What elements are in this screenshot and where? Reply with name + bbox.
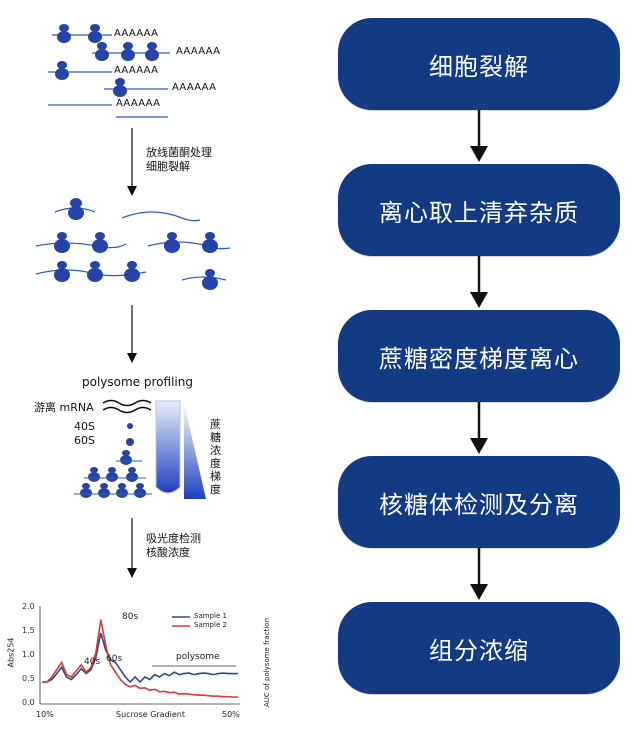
free-mrna-label: 游离 mRNA <box>34 401 94 414</box>
protocol-flowchart: 细胞裂解 离心取上清弃杂质 蔗糖密度梯度离心 核糖体检测及分离 组分浓缩 <box>318 0 640 738</box>
polysome-profiling-illustration: AAAAAA AAAAAA AAAAAA AAAAAA AAAAAA 放线菌酮处… <box>0 0 310 738</box>
legend-sample2: Sample 2 <box>194 621 227 629</box>
label-40s: 40S <box>74 420 95 433</box>
flow-arrow-icon <box>470 256 488 308</box>
step-label-4: 核糖体检测及分离 <box>379 490 579 519</box>
down-arrow-icon <box>127 518 137 578</box>
peak-label-40s: 40s <box>84 657 101 667</box>
ytick-label: 1.5 <box>22 626 35 635</box>
arrow1-label-line2: 细胞裂解 <box>146 160 190 173</box>
x-end-label: 50% <box>222 710 240 719</box>
polya-tail-2: AAAAAA <box>176 46 221 57</box>
chart-right-label: AUC of polysome fraction <box>263 618 271 707</box>
polysome-label: polysome <box>176 652 220 662</box>
step-label-1: 细胞裂解 <box>429 52 529 81</box>
profiling-title: polysome profiling <box>82 375 193 389</box>
step-label-5: 组分浓缩 <box>429 636 529 665</box>
polya-tail-1: AAAAAA <box>114 28 159 39</box>
arrow3-label-line2: 核酸浓度 <box>146 546 190 559</box>
ytick-label: 1.0 <box>22 650 35 659</box>
arrow3-label-line1: 吸光度检测 <box>146 532 201 545</box>
series-line-2 <box>42 619 238 698</box>
step-box-1: 细胞裂解 <box>338 18 620 110</box>
mrna-with-ribosomes-graphic <box>48 24 170 118</box>
flow-arrow-icon <box>470 110 488 162</box>
arrow1-label-line1: 放线菌酮处理 <box>146 146 212 159</box>
step-label-2: 离心取上清弃杂质 <box>379 198 579 227</box>
chart-ylabel: Abs254 <box>6 637 16 668</box>
x-start-label: 10% <box>36 710 54 719</box>
gradient-label: 蔗糖浓度梯度 <box>210 418 221 496</box>
arrow1-label: 放线菌酮处理 细胞裂解 <box>146 146 212 174</box>
polya-tail-4: AAAAAA <box>172 82 217 93</box>
arrow3-label: 吸光度检测 核酸浓度 <box>146 532 201 560</box>
down-arrow-icon <box>127 305 137 363</box>
step-box-4: 核糖体检测及分离 <box>338 456 620 548</box>
flow-arrow-icon <box>470 548 488 600</box>
polya-tail-5: AAAAAA <box>116 98 161 109</box>
ytick-label: 2.0 <box>22 602 35 611</box>
down-arrow-icon <box>127 128 137 196</box>
series-line-1 <box>42 632 238 684</box>
ytick-label: 0.5 <box>22 674 35 683</box>
label-60s: 60S <box>74 434 95 447</box>
chart-xlabel: Sucrose Gradient <box>116 710 186 719</box>
cell-lysate-graphic <box>35 198 231 290</box>
polya-tail-3: AAAAAA <box>114 65 159 76</box>
step-box-3: 蔗糖密度梯度离心 <box>338 310 620 402</box>
ytick-label: 0.0 <box>22 698 35 707</box>
legend-sample1: Sample 1 <box>194 612 227 620</box>
step-label-3: 蔗糖密度梯度离心 <box>379 344 579 373</box>
sucrose-gradient-graphic <box>74 399 206 499</box>
peak-label-80s: 80s <box>122 612 139 622</box>
peak-label-60s: 60s <box>106 654 123 664</box>
absorbance-chart <box>39 606 240 705</box>
step-box-5: 组分浓缩 <box>338 602 620 694</box>
step-box-2: 离心取上清弃杂质 <box>338 164 620 256</box>
flow-arrow-icon <box>470 402 488 454</box>
